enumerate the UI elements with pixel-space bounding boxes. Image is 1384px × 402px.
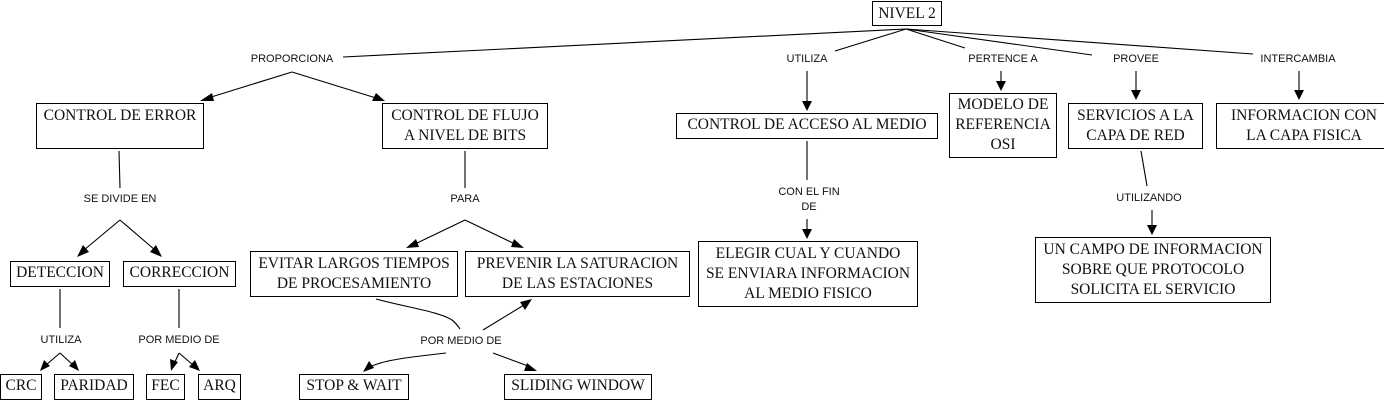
connector-nivel2-proporciona	[342, 28, 907, 58]
link-pertence-a: PERTENCE A	[968, 53, 1038, 65]
connector-nivel2-utiliza	[834, 28, 907, 52]
arrowhead-prevenir	[511, 239, 524, 248]
node-elegir-cual-y-cuando: ELEGIR CUAL Y CUANDO SE ENVIARA INFORMAC…	[698, 241, 918, 307]
arrowhead-fec	[170, 359, 178, 371]
arrowhead-modelo-osi	[996, 81, 1006, 91]
link-para: PARA	[450, 193, 480, 205]
arrowhead-info-capa-fisica	[1294, 90, 1304, 100]
arrowhead-control-flujo	[372, 93, 385, 101]
node-control-de-flujo: CONTROL DE FLUJO A NIVEL DE BITS	[382, 103, 548, 149]
arrowhead-stop-wait	[363, 361, 374, 372]
link-utiliza-deteccion: UTILIZA	[40, 334, 82, 346]
node-crc: CRC	[0, 374, 42, 400]
connector-pormedio-prevenir	[482, 304, 525, 331]
arrowhead-crc	[40, 360, 50, 371]
connector-para-prevenir	[464, 219, 516, 245]
link-provee: PROVEE	[1113, 53, 1159, 65]
arrowhead-servicios-red	[1131, 90, 1141, 100]
link-utilizando: UTILIZANDO	[1116, 192, 1182, 204]
connector-nivel2-provee	[905, 28, 1093, 56]
node-deteccion: DETECCION	[10, 261, 110, 287]
link-se-divide-en: SE DIVIDE EN	[83, 193, 157, 205]
node-servicios-a-la-capa-de-red: SERVICIOS A LA CAPA DE RED	[1068, 103, 1203, 149]
node-nivel-2: NIVEL 2	[872, 1, 942, 26]
link-por-medio-de-flujo: POR MEDIO DE	[420, 335, 502, 347]
link-con-el-fin-de: CON EL FIN DE	[778, 186, 840, 213]
connector-nivel2-intercambia	[905, 28, 1254, 55]
node-control-de-error: CONTROL DE ERROR	[36, 103, 204, 149]
arrowhead-campo-info	[1147, 225, 1157, 235]
arrowhead-elegir	[802, 229, 812, 239]
arrowhead-arq	[189, 360, 200, 371]
connector-pormedio-stopwait	[371, 352, 447, 367]
arrowhead-control-error	[200, 93, 214, 101]
connector-pormedio-arq	[178, 352, 194, 366]
arrowhead-control-acceso	[802, 101, 812, 111]
node-modelo-de-referencia-osi: MODELO DE REFERENCIA OSI	[949, 93, 1057, 158]
node-stop-and-wait: STOP & WAIT	[299, 374, 409, 400]
arrowhead-paridad	[69, 360, 79, 371]
link-proporciona: PROPORCIONA	[250, 53, 334, 65]
connector-pormedio-sliding	[492, 352, 529, 367]
node-evitar-largos-tiempos: EVITAR LARGOS TIEMPOS DE PROCESAMIENTO	[250, 251, 458, 297]
connector-para-evitar	[414, 219, 466, 245]
connector-proporciona-error	[207, 71, 293, 99]
node-paridad: PARIDAD	[54, 374, 134, 400]
node-arq: ARQ	[198, 374, 241, 400]
node-correccion: CORRECCION	[123, 261, 236, 287]
node-prevenir-la-saturacion: PREVENIR LA SATURACION DE LAS ESTACIONES	[465, 251, 690, 297]
node-sliding-window: SLIDING WINDOW	[504, 374, 652, 400]
node-control-de-acceso-al-medio: CONTROL DE ACCESO AL MEDIO	[676, 113, 938, 139]
link-intercambia: INTERCAMBIA	[1260, 53, 1336, 65]
connector-divide-deteccion	[83, 219, 121, 251]
connector-utiliza-paridad	[59, 352, 74, 366]
link-utiliza-top: UTILIZA	[786, 53, 828, 65]
connector-utiliza-crc	[45, 352, 61, 366]
node-fec: FEC	[146, 374, 185, 400]
connector-servicios-utilizando	[1140, 150, 1148, 187]
link-por-medio-de-correccion: POR MEDIO DE	[138, 334, 220, 346]
arrowhead-prevenir-from-pormedio	[520, 299, 532, 310]
arrowhead-deteccion	[77, 245, 89, 257]
node-un-campo-de-informacion: UN CAMPO DE INFORMACION SOBRE QUE PROTOC…	[1035, 237, 1271, 303]
connector-nivel2-pertence	[905, 28, 966, 49]
connector-divide-correccion	[119, 219, 156, 251]
connector-proporciona-flujo	[291, 71, 377, 99]
arrowhead-evitar	[406, 239, 419, 248]
connector-evitar-pormedio	[375, 298, 461, 330]
arrowhead-correccion	[150, 245, 162, 257]
connector-error-divide	[118, 150, 121, 189]
arrowhead-sliding-window	[524, 363, 537, 371]
node-informacion-con-la-capa-fisica: INFORMACION CON LA CAPA FISICA	[1216, 103, 1384, 149]
